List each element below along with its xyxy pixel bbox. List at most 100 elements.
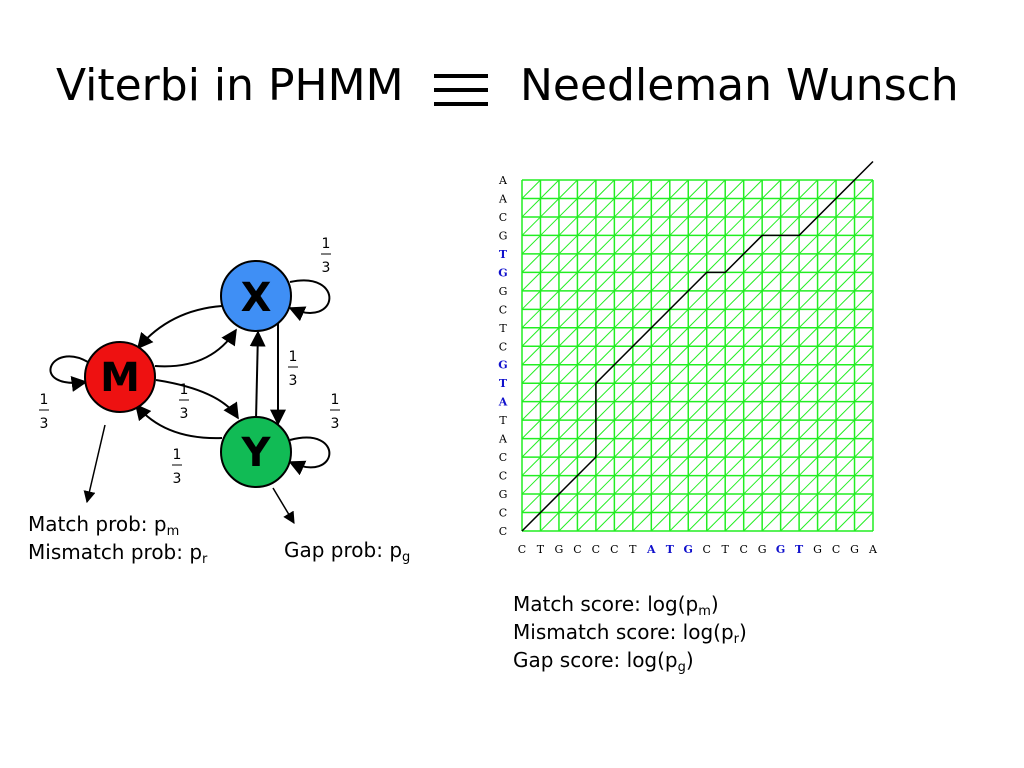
grid-diagonal-line: [521, 179, 541, 199]
grid-diagonal-line: [780, 235, 800, 255]
grid-diagonal-line: [743, 493, 763, 513]
grid-diagonal-line: [780, 179, 800, 199]
grid-diagonal-line: [540, 253, 560, 273]
grid-diagonal-line: [687, 438, 708, 458]
grid-diagonal-line: [650, 475, 671, 495]
grid-diagonal-line: [724, 456, 745, 476]
grid-diagonal-line: [835, 198, 855, 218]
grid-diagonal-line: [724, 327, 745, 347]
grid-diagonal-line: [854, 308, 874, 329]
grid-diagonal-line: [669, 308, 689, 329]
grid-diagonal-line: [761, 382, 781, 403]
hmm-probability-notes: Match prob: pm Mismatch prob: pr: [28, 510, 207, 566]
grid-diagonal-line: [780, 475, 800, 495]
grid-diagonal-line: [761, 401, 781, 421]
grid-diagonal-line: [835, 235, 855, 255]
grid-diagonal-line: [761, 364, 781, 384]
grid-diagonal-line: [761, 327, 781, 347]
grid-diagonal-line: [743, 456, 763, 476]
grid-diagonal-line: [817, 419, 837, 439]
grid-diagonal-line: [687, 493, 708, 513]
grid-diagonal-line: [706, 401, 726, 421]
grid-diagonal-line: [558, 438, 578, 458]
grid-diagonal-line: [743, 382, 763, 403]
grid-diagonal-line: [614, 308, 634, 329]
grid-diagonal-line: [614, 419, 634, 439]
grid-diagonal-line: [743, 401, 763, 421]
grid-diagonal-line: [817, 327, 837, 347]
svg-text:3: 3: [180, 406, 189, 422]
grid-diagonal-line: [780, 364, 800, 384]
grid-diagonal-line: [761, 345, 781, 366]
vertical-sequence-letter: A: [498, 396, 508, 409]
grid-diagonal-line: [595, 382, 615, 403]
grid-diagonal-line: [577, 179, 597, 199]
vertical-sequence-letter: G: [498, 359, 507, 372]
grid-diagonal-line: [595, 512, 615, 532]
grid-diagonal-line: [706, 512, 726, 532]
grid-diagonal-line: [817, 272, 837, 292]
grid-diagonal-line: [632, 512, 652, 532]
grid-diagonal-line: [706, 345, 726, 366]
grid-diagonal-line: [687, 456, 708, 476]
vertical-sequence-letter: C: [499, 303, 507, 316]
grid-diagonal-line: [743, 327, 763, 347]
grid-diagonal-line: [577, 327, 597, 347]
grid-diagonal-line: [595, 290, 615, 310]
vertical-sequence-letter: C: [499, 211, 507, 224]
grid-diagonal-line: [650, 493, 671, 513]
grid-diagonal-line: [835, 419, 855, 439]
grid-diagonal-line: [724, 364, 745, 384]
grid-diagonal-line: [780, 216, 800, 236]
grid-diagonal-line: [521, 290, 541, 310]
grid-diagonal-line: [577, 198, 597, 218]
grid-diagonal-line: [632, 493, 652, 513]
grid-diagonal-line: [558, 512, 578, 532]
grid-diagonal-line: [540, 401, 560, 421]
grid-diagonal-line: [577, 235, 597, 255]
grid-diagonal-line: [780, 345, 800, 366]
svg-text:1: 1: [40, 392, 49, 408]
grid-diagonal-line: [540, 438, 560, 458]
grid-diagonal-line: [724, 179, 745, 199]
svg-text:3: 3: [331, 416, 340, 432]
vertical-sequence-letter: C: [499, 470, 507, 483]
grid-diagonal-line: [540, 419, 560, 439]
grid-diagonal-line: [614, 327, 634, 347]
grid-diagonal-line: [817, 345, 837, 366]
grid-diagonal-line: [798, 345, 818, 366]
grid-diagonal-line: [650, 438, 671, 458]
grid-diagonal-line: [669, 198, 689, 218]
grid-diagonal-line: [577, 364, 597, 384]
grid-diagonal-line: [614, 253, 634, 273]
grid-diagonal-line: [798, 456, 818, 476]
grid-diagonal-line: [595, 345, 615, 366]
grid-diagonal-line: [743, 198, 763, 218]
grid-diagonal-line: [817, 475, 837, 495]
grid-diagonal-line: [577, 216, 597, 236]
horizontal-sequence-letter: C: [703, 543, 711, 556]
grid-diagonal-line: [650, 290, 671, 310]
gap-prob-line: Gap prob: pg: [284, 538, 411, 565]
grid-diagonal-line: [761, 272, 781, 292]
grid-diagonal-line: [632, 308, 652, 329]
grid-diagonal-line: [780, 438, 800, 458]
grid-diagonal-line: [558, 216, 578, 236]
self-loop-m: [49, 355, 89, 392]
grid-diagonal-line: [687, 364, 708, 384]
grid-diagonal-line: [798, 253, 818, 273]
grid-diagonal-line: [817, 512, 837, 532]
grid-diagonal-line: [558, 235, 578, 255]
grid-diagonal-line: [614, 198, 634, 218]
grid-diagonal-line: [724, 401, 745, 421]
grid-diagonal-line: [632, 290, 652, 310]
grid-diagonal-line: [817, 438, 837, 458]
grid-diagonal-line: [614, 456, 634, 476]
grid-diagonal-line: [595, 493, 615, 513]
svg-text:3: 3: [322, 260, 331, 276]
grid-diagonal-line: [854, 179, 874, 199]
grid-diagonal-line: [669, 382, 689, 403]
grid-diagonal-line: [540, 345, 560, 366]
grid-diagonal-line: [577, 308, 597, 329]
svg-text:3: 3: [289, 373, 298, 389]
